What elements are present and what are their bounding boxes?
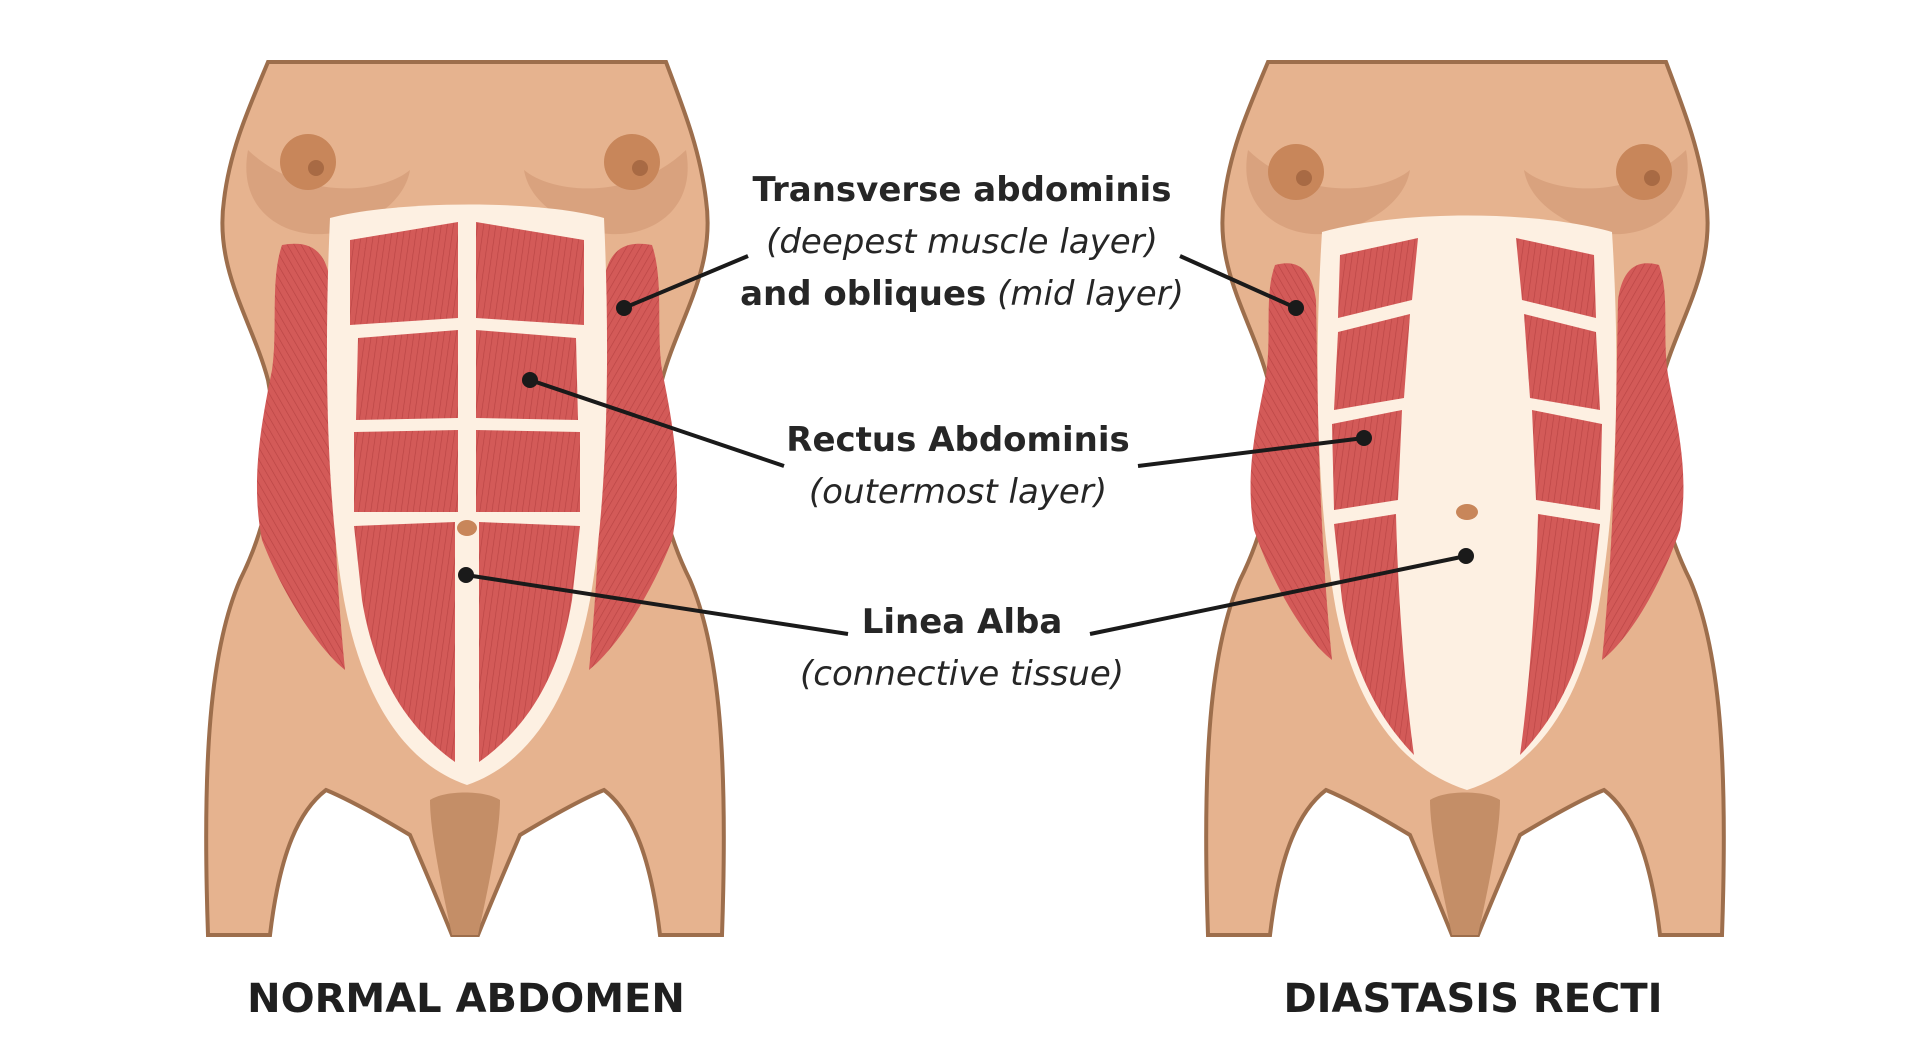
label-transverse-subtitle: (deepest muscle layer) bbox=[766, 222, 1158, 262]
leader-linea-normal bbox=[465, 573, 849, 636]
label-rectus-subtitle: (outermost layer) bbox=[808, 472, 1108, 512]
dot-rectus-diastasis bbox=[1356, 430, 1372, 446]
crotch-shadow bbox=[1430, 792, 1500, 935]
rectus-abdominis-left bbox=[350, 222, 458, 762]
caption-diastasis-recti: DIASTASIS RECTI bbox=[1283, 976, 1663, 1022]
oblique-muscle-right bbox=[589, 243, 678, 671]
dot-linea-diastasis bbox=[1458, 548, 1474, 564]
crotch-shadow bbox=[430, 792, 500, 935]
leader-transverse-diastasis bbox=[1179, 254, 1297, 310]
nipple-left bbox=[280, 134, 336, 190]
navel bbox=[457, 520, 477, 536]
oblique-muscle-right bbox=[1602, 263, 1684, 660]
label-linea-title: Linea Alba bbox=[861, 602, 1063, 642]
label-rectus-abdominis: Rectus Abdominis (outermost layer) bbox=[698, 414, 1218, 518]
rectus-abdominis-left bbox=[1332, 238, 1418, 755]
dot-transverse-diastasis bbox=[1288, 300, 1304, 316]
oblique-muscle-left bbox=[1250, 263, 1332, 660]
label-linea-alba: Linea Alba (connective tissue) bbox=[702, 596, 1222, 700]
nipple-left bbox=[1268, 144, 1324, 200]
nipple-right bbox=[604, 134, 660, 190]
label-transverse-title: Transverse abdominis bbox=[752, 170, 1172, 210]
nipple-right bbox=[1616, 144, 1672, 200]
dot-linea-normal bbox=[458, 567, 474, 583]
diastasis-recti-figure bbox=[1204, 60, 1726, 937]
label-obliques-subtitle: (mid layer) bbox=[997, 274, 1184, 314]
label-rectus-title: Rectus Abdominis bbox=[786, 420, 1130, 460]
leader-lines bbox=[465, 254, 1467, 636]
leader-linea-diastasis bbox=[1089, 554, 1467, 636]
navel bbox=[1456, 504, 1478, 520]
normal-abdomen-figure bbox=[204, 60, 726, 937]
leader-rectus-diastasis bbox=[1137, 436, 1365, 468]
label-obliques-title: and obliques bbox=[740, 274, 987, 314]
dot-rectus-normal bbox=[522, 372, 538, 388]
rectus-abdominis-right bbox=[1516, 238, 1602, 755]
leader-dots bbox=[458, 300, 1474, 583]
dot-transverse-normal bbox=[616, 300, 632, 316]
label-linea-subtitle: (connective tissue) bbox=[799, 654, 1125, 694]
caption-normal-abdomen: NORMAL ABDOMEN bbox=[247, 976, 685, 1022]
label-transverse-abdominis: Transverse abdominis (deepest muscle lay… bbox=[702, 164, 1222, 320]
oblique-muscle-left bbox=[256, 243, 345, 671]
leader-rectus-normal bbox=[529, 378, 785, 468]
leader-transverse-normal bbox=[623, 254, 749, 310]
